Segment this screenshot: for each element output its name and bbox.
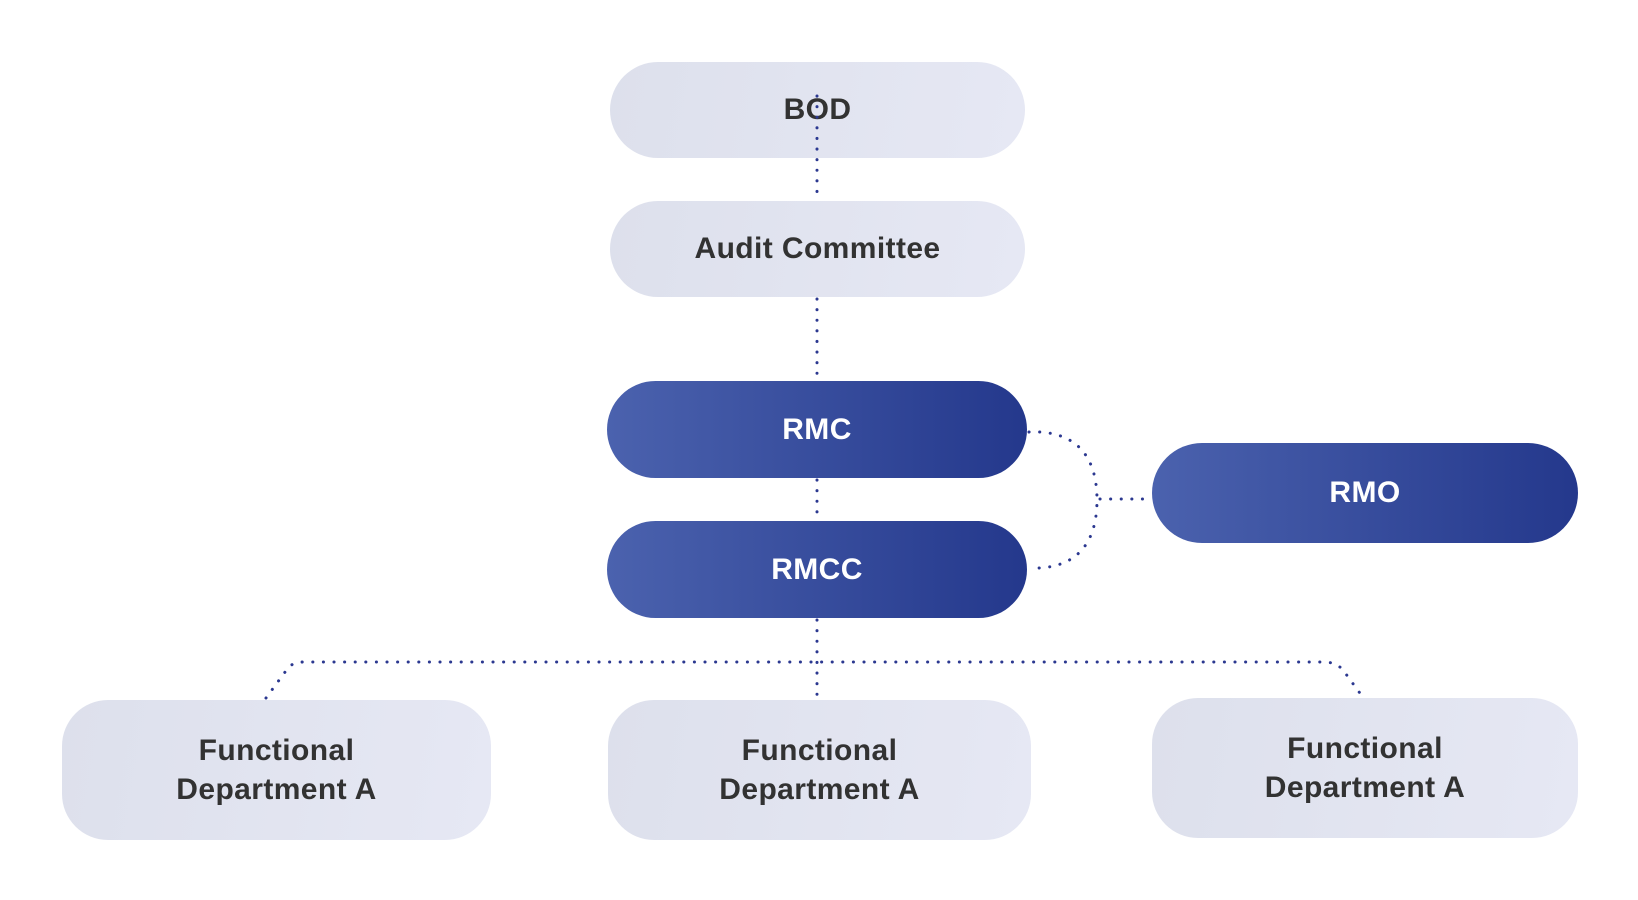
node-bod: BOD	[610, 62, 1025, 158]
connector-rmc-rmcc-brace	[1027, 430, 1099, 570]
node-rmo: RMO	[1152, 443, 1578, 543]
node-audit-committee-label: Audit Committee	[694, 232, 941, 265]
node-rmcc: RMCC	[607, 521, 1027, 618]
node-functional-department-a-middle: Functional Department A	[608, 700, 1031, 840]
node-functional-department-a-left-label: Functional Department A	[176, 734, 377, 806]
node-functional-department-a-left: Functional Department A	[62, 700, 491, 840]
node-bod-label: BOD	[783, 93, 852, 126]
node-rmc-label: RMC	[782, 412, 852, 446]
node-audit-committee: Audit Committee	[610, 201, 1025, 297]
node-functional-department-a-right: Functional Department A	[1152, 698, 1578, 838]
node-rmc: RMC	[607, 381, 1027, 478]
node-functional-department-a-middle-label: Functional Department A	[719, 734, 920, 806]
connector-rmcc-departments-horizontal	[264, 660, 1364, 700]
node-functional-department-a-right-label: Functional Department A	[1264, 732, 1466, 804]
node-rmcc-label: RMCC	[771, 552, 863, 586]
node-rmo-label: RMO	[1329, 476, 1401, 509]
